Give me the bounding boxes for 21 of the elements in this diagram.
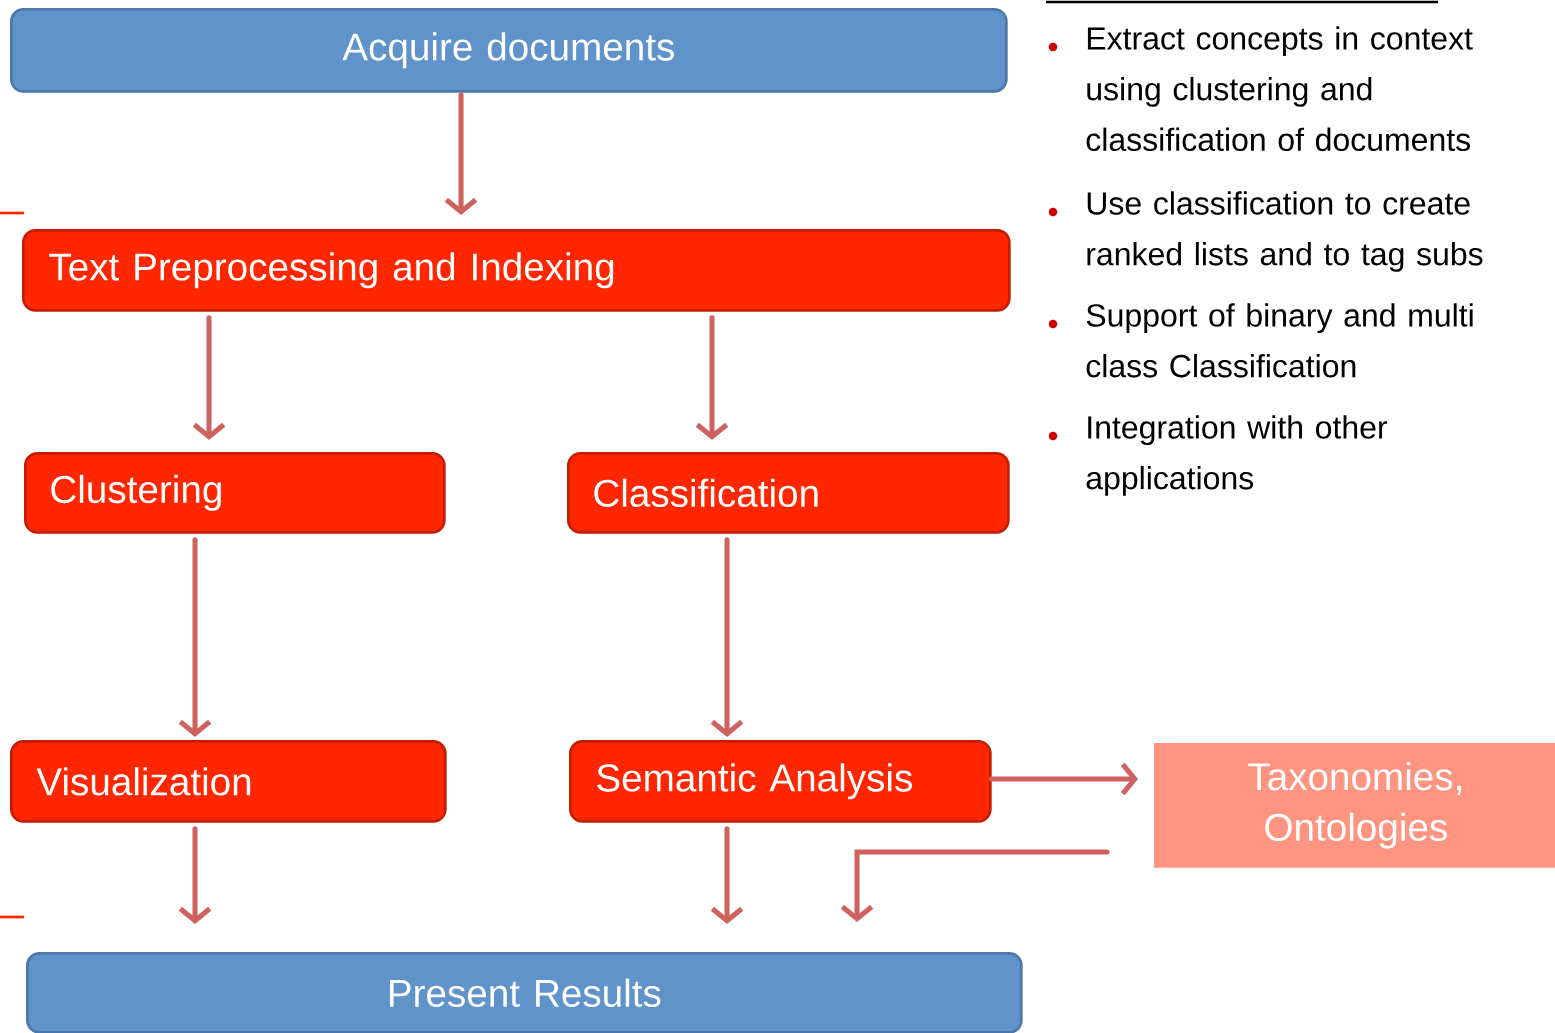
arrow [178, 826, 212, 924]
arrow [178, 537, 212, 737]
process-box: Text Preprocessing and Indexing [22, 229, 1011, 312]
process-box: Classification [567, 452, 1010, 534]
arrow [710, 826, 744, 924]
process-box: Present Results [26, 952, 1023, 1033]
arrow [444, 92, 478, 215]
bullet-text: Integration with other applications [1086, 415, 1388, 496]
bullet-text: Support of binary and multi class Classification [1086, 303, 1473, 378]
process-box: Acquire documents [10, 8, 1008, 93]
arrow [840, 849, 1110, 922]
arrow [989, 762, 1138, 796]
process-box: Visualization [10, 740, 447, 823]
output-box: Taxonomies, Ontologies [1154, 743, 1555, 868]
bullet-text: Use classification to create ranked lists and to tag subs [1087, 191, 1483, 272]
arrow [695, 315, 729, 440]
arrow [192, 315, 226, 440]
arrow [710, 537, 744, 737]
process-box: Semantic Analysis [569, 740, 992, 823]
process-box: Clustering [24, 452, 446, 534]
bullet-text: Extract concepts in context using clustering and classification of documents [1086, 26, 1473, 152]
